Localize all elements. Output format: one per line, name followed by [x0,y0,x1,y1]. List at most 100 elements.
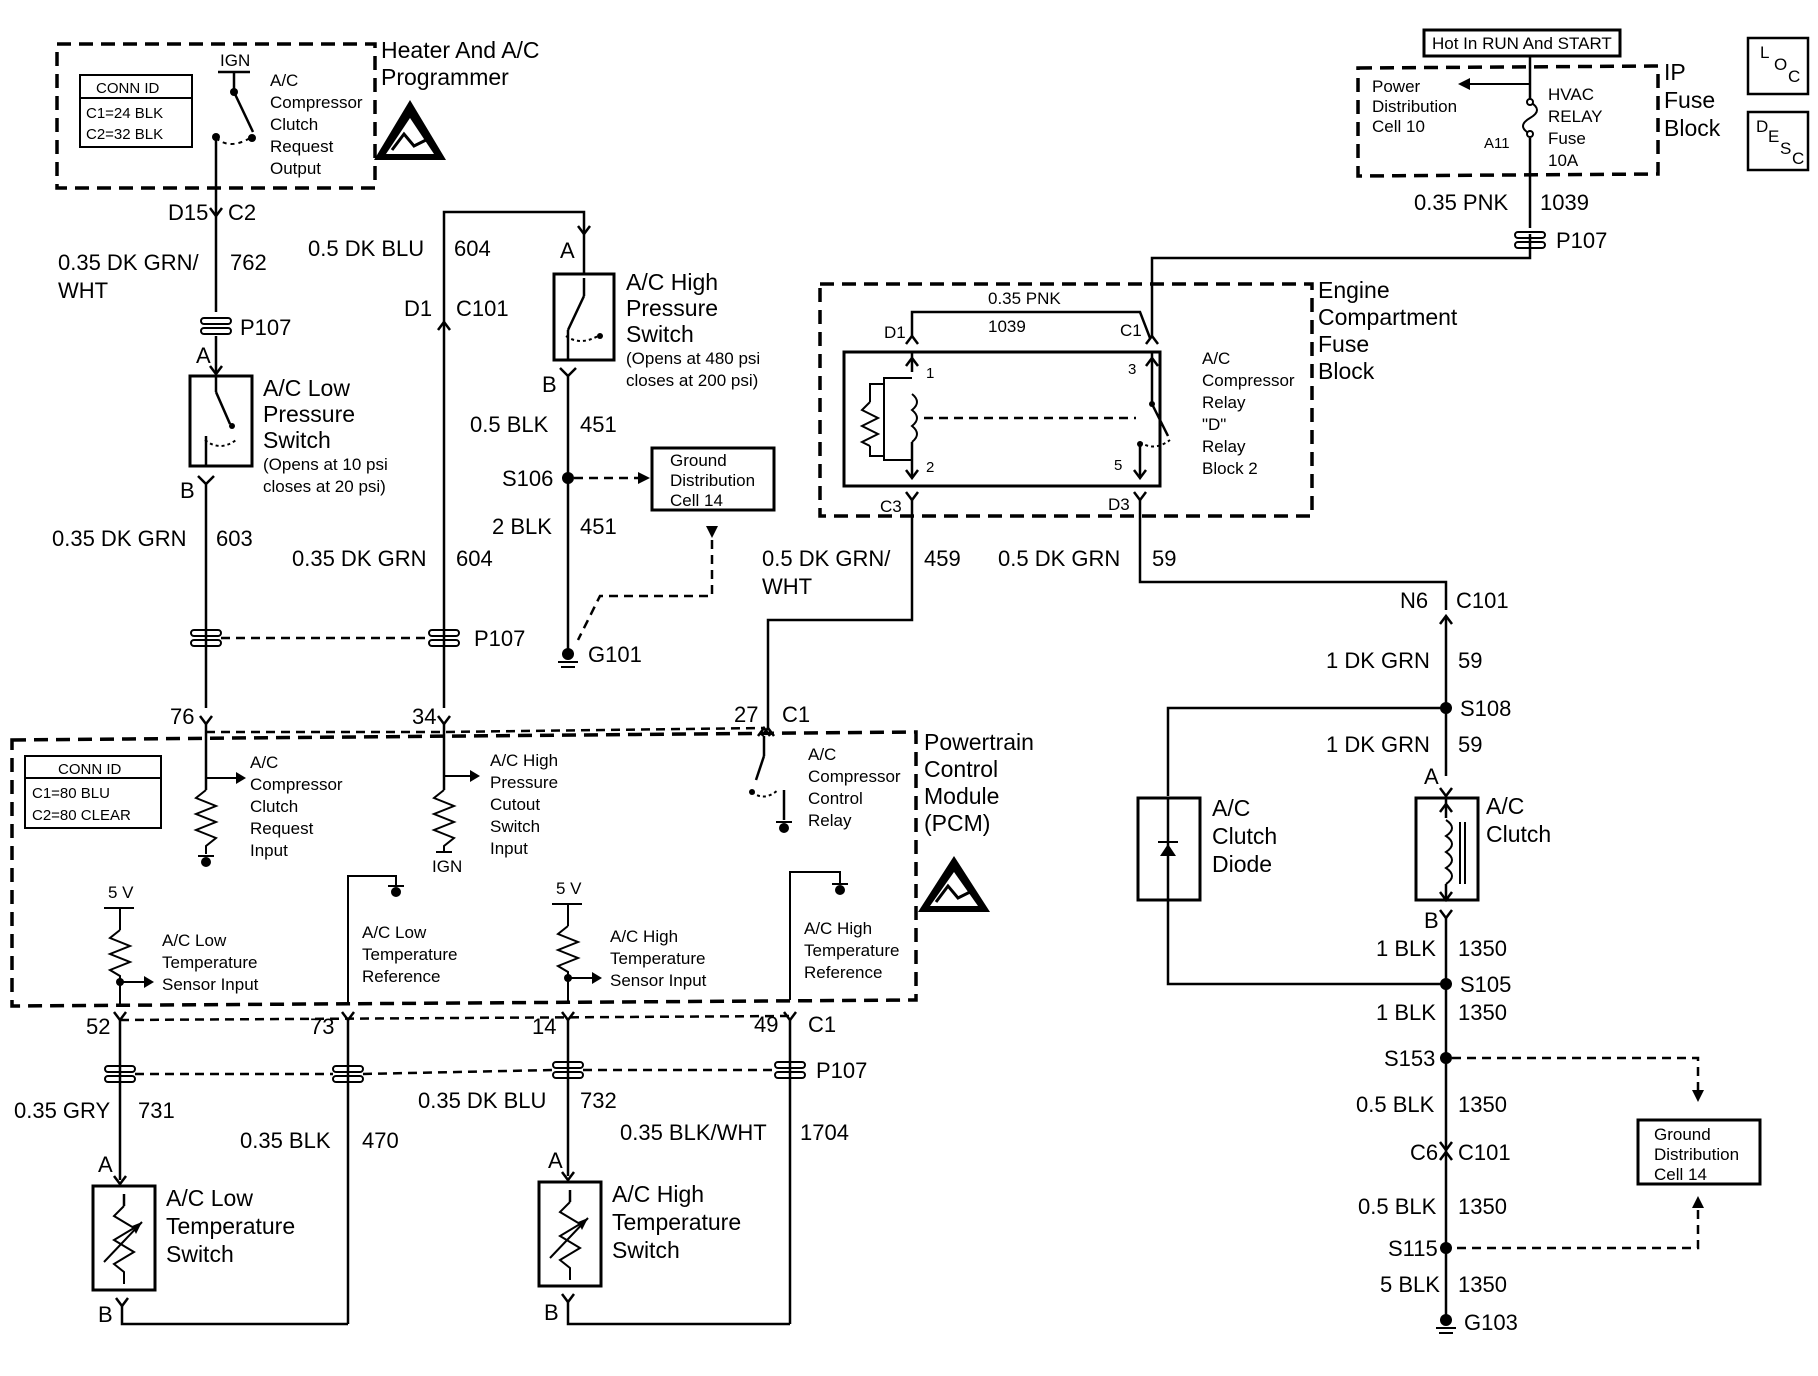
splice-s105 [1440,978,1452,990]
svg-text:C101: C101 [1458,1140,1511,1165]
svg-text:451: 451 [580,514,617,539]
svg-text:5 V: 5 V [556,879,582,898]
svg-text:C1=80 BLU: C1=80 BLU [32,785,110,802]
svg-text:Reference: Reference [804,963,882,982]
svg-text:27: 27 [734,702,758,727]
svg-text:5 V: 5 V [108,883,134,902]
svg-text:C1: C1 [1120,321,1142,340]
ac-high-pressure-switch: A/C High Pressure Switch (Opens at 480 p… [552,234,760,390]
svg-text:A/C High: A/C High [490,751,558,770]
svg-text:C: C [1788,67,1800,86]
svg-text:closes at 20 psi): closes at 20 psi) [263,477,386,496]
powertrain-control-module: Powertrain Control Module (PCM) CONN ID … [10,702,1034,1008]
svg-text:A: A [98,1152,113,1177]
svg-text:0.35 PNK: 0.35 PNK [1414,190,1508,215]
esd-warning-icon [918,856,990,912]
svg-text:1 BLK: 1 BLK [1376,936,1436,961]
svg-text:C6: C6 [1410,1140,1438,1165]
svg-text:WHT: WHT [762,574,812,599]
svg-text:HVAC: HVAC [1548,85,1594,104]
svg-text:1350: 1350 [1458,1272,1507,1297]
svg-text:A/C Low: A/C Low [166,1185,253,1211]
svg-text:10A: 10A [1548,151,1579,170]
svg-text:Fuse: Fuse [1548,129,1586,148]
svg-text:C2=80 CLEAR: C2=80 CLEAR [32,807,131,824]
svg-text:Output: Output [270,159,321,178]
svg-text:Input: Input [250,841,288,860]
svg-text:Temperature: Temperature [362,945,457,964]
svg-text:0.35 DK GRN/: 0.35 DK GRN/ [58,250,199,275]
p107-connector-ip [1514,231,1546,249]
svg-text:Relay: Relay [1202,437,1246,456]
ign-label: IGN [220,51,250,70]
svg-text:Switch: Switch [626,321,694,347]
svg-text:0.5 BLK: 0.5 BLK [1358,1194,1437,1219]
loc-icon[interactable]: L O C [1746,36,1810,96]
svg-text:A/C High: A/C High [610,927,678,946]
svg-text:A/C: A/C [1486,793,1524,819]
svg-text:Ground: Ground [670,451,727,470]
svg-text:Cell 10: Cell 10 [1372,117,1425,136]
svg-text:Control: Control [924,756,998,782]
engine-compartment-fuse-block: Engine Compartment Fuse Block 0.35 PNK 1… [818,277,1458,518]
splice-s115 [1440,1242,1452,1254]
svg-text:Block: Block [1664,115,1721,141]
svg-text:0.5 DK GRN/: 0.5 DK GRN/ [762,546,891,571]
ac-high-temperature-switch: A/C High Temperature Switch [537,1180,741,1288]
svg-text:0.35 PNK: 0.35 PNK [988,289,1061,308]
svg-text:1350: 1350 [1458,1194,1507,1219]
svg-text:D15: D15 [168,200,208,225]
svg-text:Pressure: Pressure [263,401,355,427]
desc-icon[interactable]: D E S C [1746,110,1810,172]
svg-text:Control: Control [808,789,863,808]
svg-text:A/C: A/C [1202,349,1230,368]
svg-text:604: 604 [454,236,491,261]
svg-text:C3: C3 [880,497,902,516]
programmer-conn-id: CONN ID C1=24 BLK C2=32 BLK [79,74,193,148]
svg-text:0.5 BLK: 0.5 BLK [1356,1092,1435,1117]
svg-text:731: 731 [138,1098,175,1123]
svg-text:Powertrain: Powertrain [924,729,1034,755]
svg-text:B: B [544,1300,559,1325]
svg-text:G103: G103 [1464,1310,1518,1335]
svg-text:(PCM): (PCM) [924,810,990,836]
svg-text:Clutch: Clutch [250,797,298,816]
svg-text:2: 2 [926,459,934,476]
svg-text:Clutch: Clutch [1212,823,1277,849]
svg-text:A/C High: A/C High [804,919,872,938]
svg-text:A/C High: A/C High [626,269,718,295]
svg-text:Block 2: Block 2 [1202,459,1258,478]
svg-text:A/C Low: A/C Low [263,375,350,401]
svg-text:1039: 1039 [988,317,1026,336]
svg-text:470: 470 [362,1128,399,1153]
svg-text:G101: G101 [588,642,642,667]
svg-text:IGN: IGN [432,857,462,876]
svg-text:1350: 1350 [1458,1000,1507,1025]
svg-text:Temperature: Temperature [804,941,899,960]
svg-text:O: O [1774,55,1787,74]
svg-text:52: 52 [86,1014,110,1039]
svg-text:Distribution: Distribution [1654,1145,1739,1164]
svg-text:Temperature: Temperature [162,953,257,972]
svg-text:Sensor Input: Sensor Input [162,975,259,994]
svg-text:Pressure: Pressure [626,295,718,321]
svg-text:1039: 1039 [1540,190,1589,215]
svg-text:Clutch: Clutch [270,115,318,134]
svg-text:Cell 14: Cell 14 [670,491,723,510]
svg-text:Clutch: Clutch [1486,821,1551,847]
ac-clutch: A/C Clutch [1414,793,1551,903]
svg-text:Cell 14: Cell 14 [1654,1165,1707,1184]
svg-text:A: A [196,343,211,368]
svg-text:A/C Low: A/C Low [162,931,227,950]
svg-text:A/C: A/C [1212,795,1250,821]
svg-text:2 BLK: 2 BLK [492,514,552,539]
ac-low-temperature-switch: A/C Low Temperature Switch [91,1184,295,1292]
svg-text:Engine: Engine [1318,277,1390,303]
svg-text:604: 604 [456,546,493,571]
p107-connector-2 [190,629,460,647]
svg-text:"D": "D" [1202,415,1226,434]
svg-text:459: 459 [924,546,961,571]
svg-text:C1=24 BLK: C1=24 BLK [86,105,163,122]
svg-text:D3: D3 [1108,495,1130,514]
svg-text:Sensor Input: Sensor Input [610,971,707,990]
